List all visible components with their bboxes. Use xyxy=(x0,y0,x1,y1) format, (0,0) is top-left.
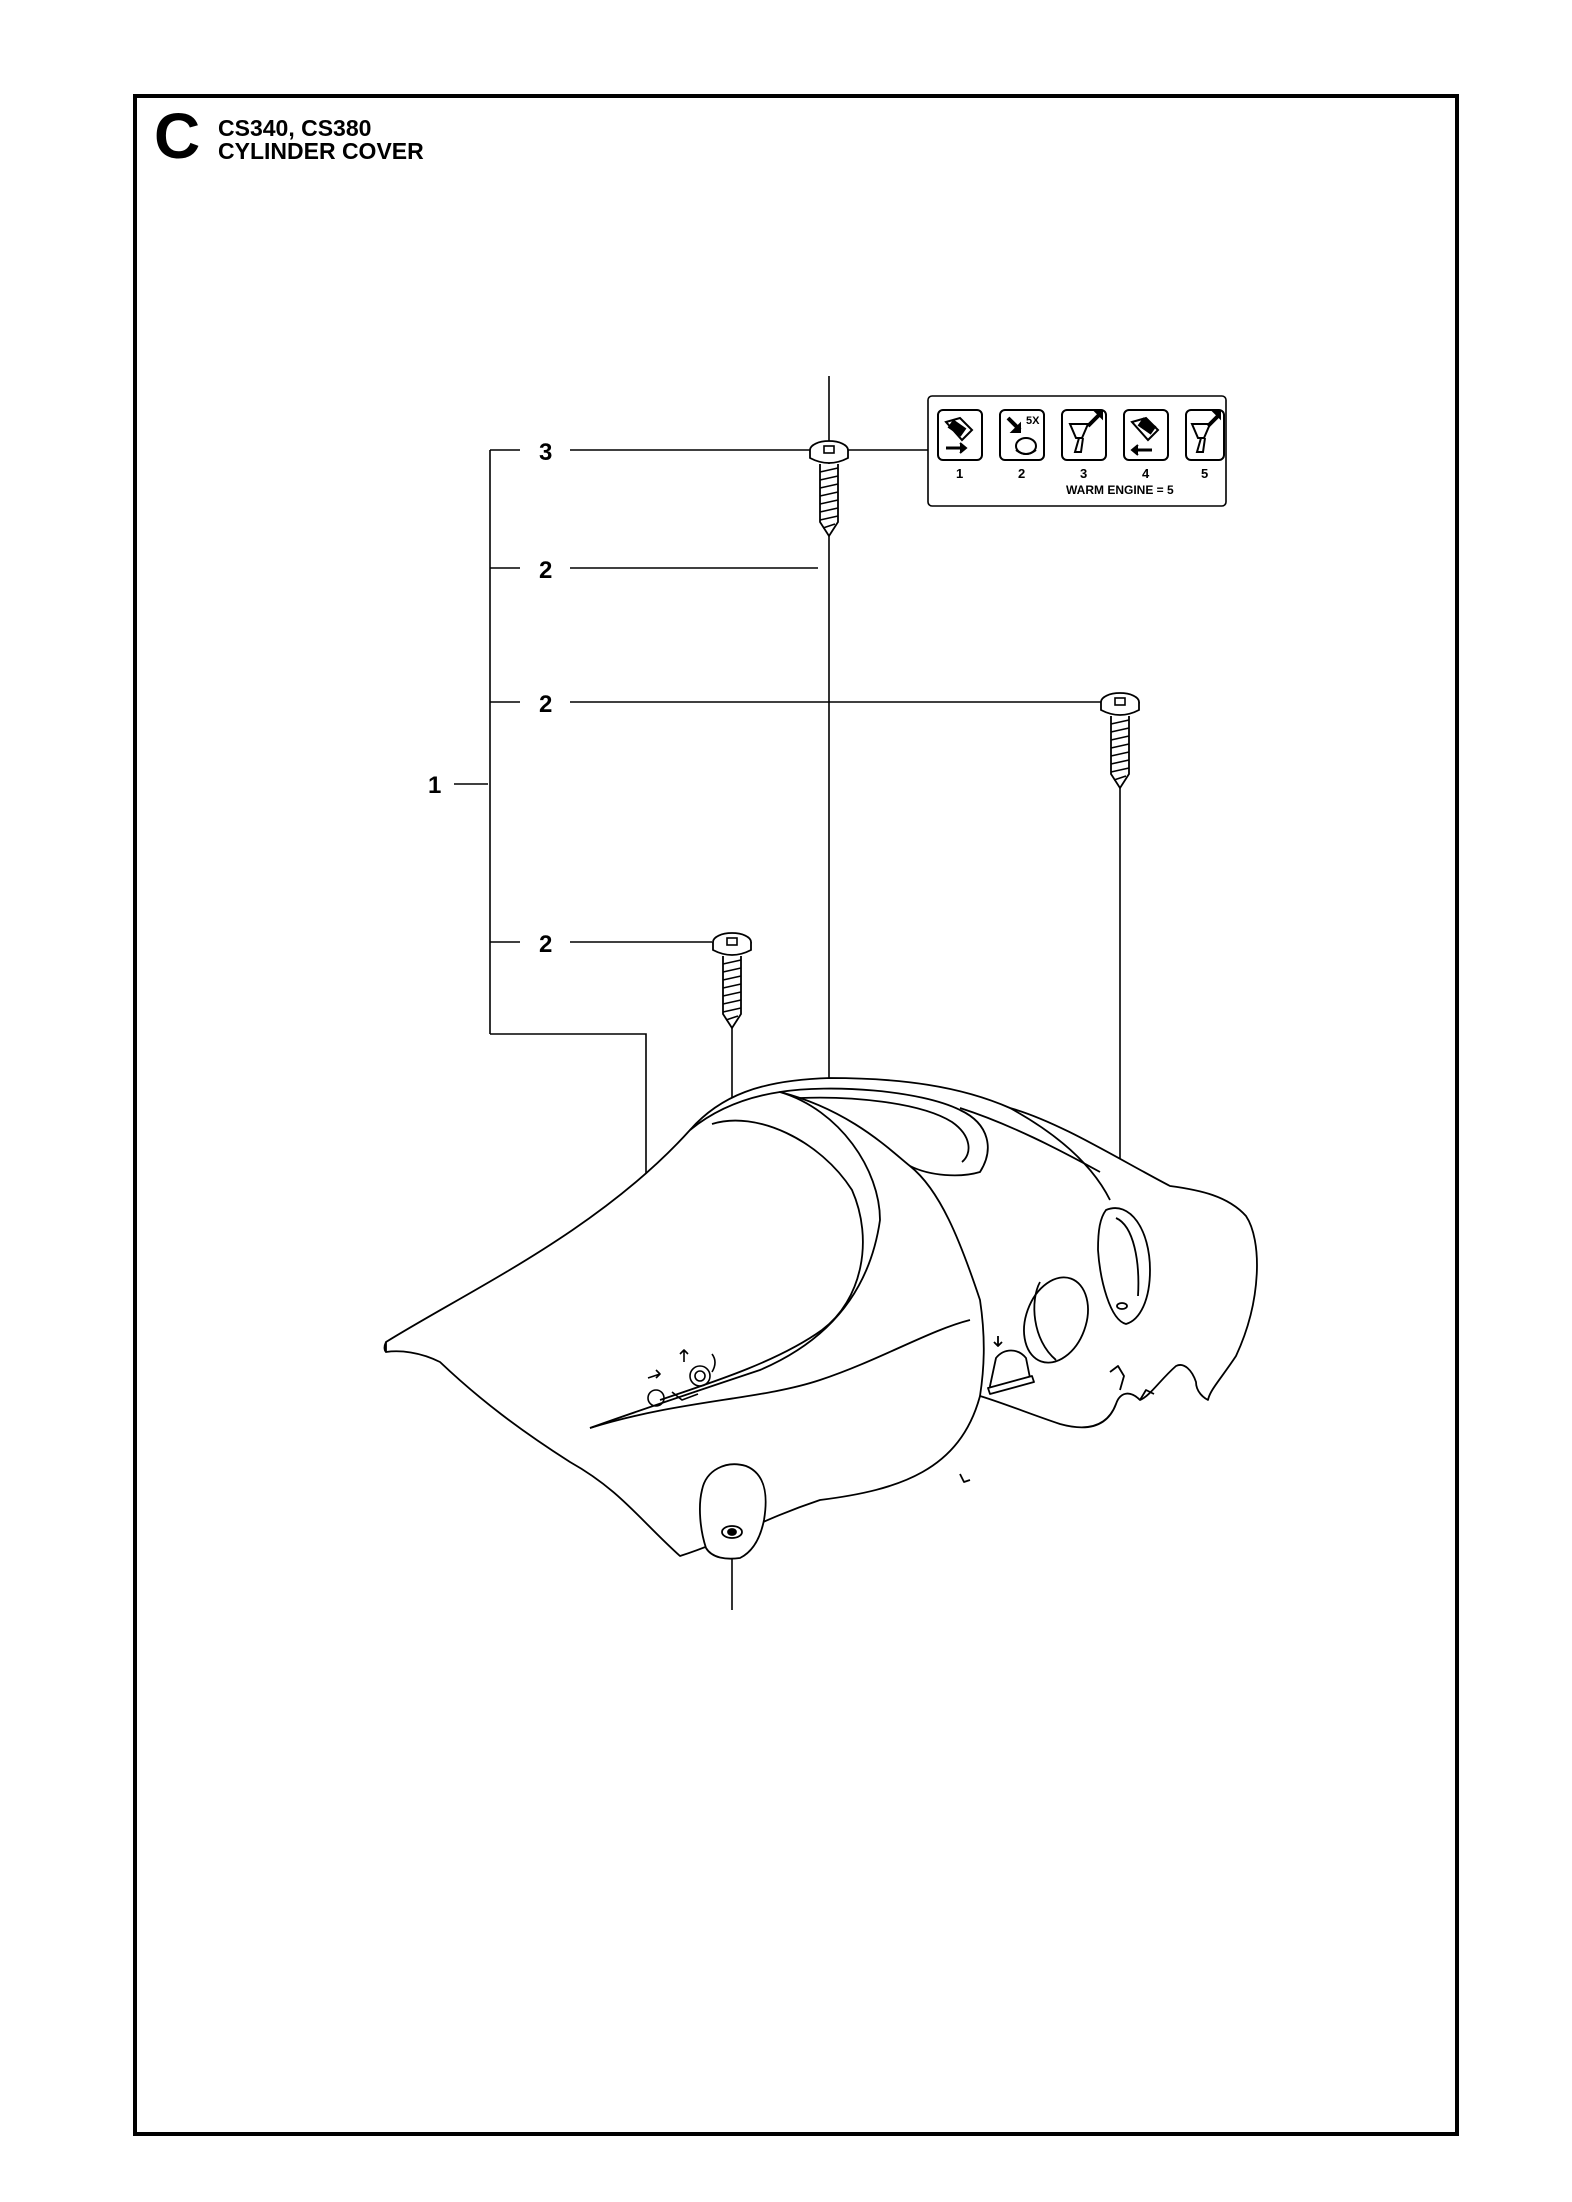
decal-step-number: 3 xyxy=(1080,466,1087,481)
screw-left xyxy=(712,932,752,1029)
control-symbols xyxy=(647,1349,716,1407)
starter-handle-icon xyxy=(1068,411,1103,453)
decal-step-number: 4 xyxy=(1142,466,1150,481)
starter-handle-icon-warm xyxy=(1190,411,1221,453)
warm-engine-note: WARM ENGINE = 5 xyxy=(1066,483,1174,497)
starting-instruction-decal: 5X 1 2 3 4 5 WARM ENGINE = 5 xyxy=(927,395,1227,507)
cylinder-cover xyxy=(383,1077,1258,1560)
model-numbers: CS340, CS380 xyxy=(218,115,372,141)
callout-number-2-right: 2 xyxy=(539,691,552,718)
primer-bulb-icon xyxy=(1006,416,1037,455)
primer-count-label: 5X xyxy=(1026,415,1040,427)
screw-right xyxy=(1100,692,1140,789)
choke-lever-icon-return xyxy=(1130,416,1160,456)
decal-step-number: 2 xyxy=(1018,466,1025,481)
callout-number-2-top: 2 xyxy=(539,557,552,584)
callout-number-1: 1 xyxy=(428,772,441,799)
callout-number-3: 3 xyxy=(539,439,552,466)
decal-step-number: 5 xyxy=(1201,466,1208,481)
callout-number-2-left: 2 xyxy=(539,931,552,958)
decal-step-number: 1 xyxy=(956,466,963,481)
section-letter: C xyxy=(154,100,201,172)
screw-top xyxy=(809,440,849,537)
choke-lever-icon xyxy=(944,416,974,454)
page-title: CYLINDER COVER xyxy=(218,138,424,164)
page-border xyxy=(133,94,1459,2136)
